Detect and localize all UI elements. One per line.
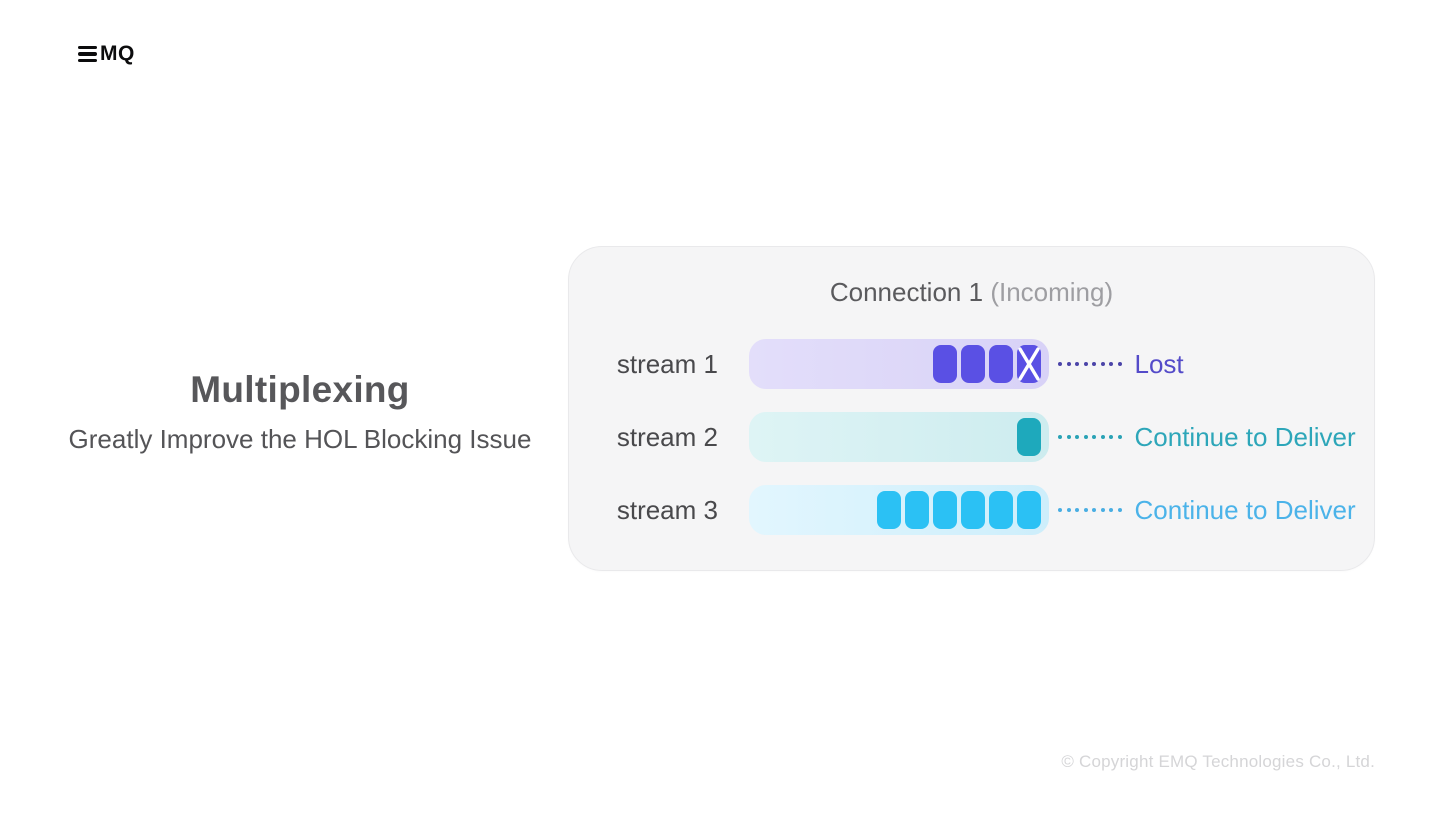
dot xyxy=(1117,508,1122,512)
dot xyxy=(1075,435,1079,439)
stream-row: stream 1 Lost xyxy=(569,339,1374,389)
packet-block xyxy=(961,345,985,383)
packet-block xyxy=(933,491,957,529)
stream-status: Continue to Deliver xyxy=(1134,421,1356,452)
packet-block xyxy=(933,345,957,383)
dot xyxy=(1092,435,1096,439)
dot xyxy=(1117,435,1122,439)
dot xyxy=(1058,435,1062,439)
stream-label: stream 3 xyxy=(616,494,718,525)
packet-blocks xyxy=(877,491,1041,529)
stream-track xyxy=(749,485,1049,535)
dot xyxy=(1117,362,1122,366)
dot xyxy=(1075,508,1079,512)
dot xyxy=(1092,508,1096,512)
logo-brand-text: MQ xyxy=(100,42,135,65)
dot xyxy=(1066,508,1071,512)
dot xyxy=(1100,508,1105,512)
packet-blocks xyxy=(1017,418,1041,456)
packet-block xyxy=(1017,491,1041,529)
dot xyxy=(1109,362,1113,366)
copyright-text: © Copyright EMQ Technologies Co., Ltd. xyxy=(1061,752,1375,771)
packet-block xyxy=(989,491,1013,529)
slide-subtitle: Greatly Improve the HOL Blocking Issue xyxy=(68,424,532,454)
dot xyxy=(1083,508,1088,512)
dot xyxy=(1083,362,1088,366)
lost-packet-block xyxy=(1017,345,1041,383)
dot xyxy=(1075,362,1079,366)
dotted-line xyxy=(1058,435,1122,439)
stream-status: Continue to Deliver xyxy=(1134,494,1356,525)
dot xyxy=(1083,435,1088,439)
dotted-line xyxy=(1058,362,1122,366)
logo-bar xyxy=(78,45,97,49)
slide-title: Multiplexing xyxy=(190,369,410,410)
packet-block xyxy=(989,345,1013,383)
dot xyxy=(1100,362,1105,366)
stream-label: stream 1 xyxy=(616,348,718,379)
stream-row: stream 3 Continue to Deliver xyxy=(569,485,1374,535)
connection-title-main: Connection 1 xyxy=(829,277,984,307)
emq-logo: MQ xyxy=(78,42,135,65)
headline-block: Multiplexing Greatly Improve the HOL Blo… xyxy=(0,369,600,455)
dot xyxy=(1058,508,1062,512)
dot xyxy=(1058,362,1062,366)
packet-block xyxy=(877,491,901,529)
packet-blocks xyxy=(933,345,1041,383)
connection-title-suffix: (Incoming) xyxy=(990,277,1114,307)
dot xyxy=(1092,362,1096,366)
stream-track xyxy=(749,339,1049,389)
dot xyxy=(1109,508,1113,512)
packet-block xyxy=(905,491,929,529)
dot xyxy=(1066,362,1071,366)
stream-status: Lost xyxy=(1134,348,1184,379)
packet-block xyxy=(961,491,985,529)
logo-bar xyxy=(78,52,97,56)
lost-x-icon xyxy=(1018,347,1040,381)
dot xyxy=(1100,435,1105,439)
dotted-line xyxy=(1058,508,1122,512)
packet-block xyxy=(1017,418,1041,456)
stream-track xyxy=(749,412,1049,462)
connection-title: Connection 1 (Incoming) xyxy=(569,247,1374,309)
stream-row: stream 2 Continue to Deliver xyxy=(569,412,1374,462)
stream-label: stream 2 xyxy=(616,421,718,452)
emq-logo-icon xyxy=(78,45,97,63)
logo-bar xyxy=(78,59,97,63)
dot xyxy=(1066,435,1071,439)
dot xyxy=(1109,435,1113,439)
